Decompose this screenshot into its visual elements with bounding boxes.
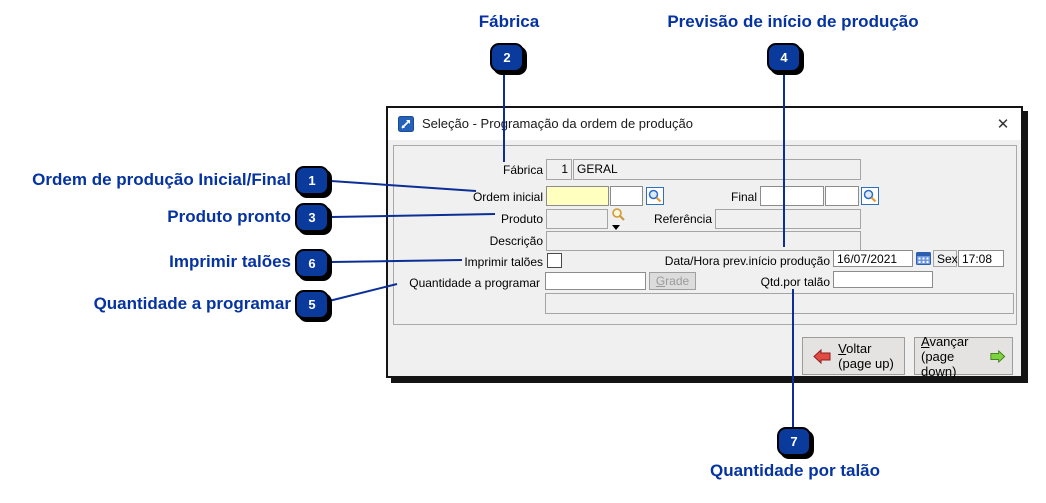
dialog-group-frame (393, 145, 1017, 325)
imprimir-taloes-checkbox[interactable] (547, 253, 562, 268)
produto-label: Produto (500, 212, 543, 226)
dia-semana-field: Sex (933, 250, 958, 267)
ordem-final-search-button[interactable] (861, 187, 879, 205)
data-input[interactable] (833, 250, 913, 267)
callout-label-qtd-talao: Quantidade por talão (709, 461, 881, 480)
imprimir-taloes-label: Imprimir talões (464, 255, 543, 269)
dialog-window: Seleção - Programação da ordem de produç… (386, 106, 1023, 378)
grade-button: Grade (649, 272, 696, 290)
search-icon (612, 208, 625, 221)
close-icon[interactable]: ✕ (996, 116, 1010, 133)
quantidade-input[interactable] (545, 272, 646, 290)
produto-field (546, 209, 608, 229)
fabrica-label: Fábrica (502, 163, 543, 177)
voltar-button[interactable]: Voltar (page up) (802, 337, 905, 375)
avancar-button[interactable]: Avançar (page down) (914, 334, 1013, 379)
data-hora-label: Data/Hora prev.início produção (664, 254, 830, 268)
callout-badge-1: 1 (295, 166, 329, 195)
ordem-final-input[interactable] (760, 186, 824, 206)
arrow-right-icon (990, 349, 1006, 363)
produto-search-button[interactable] (611, 207, 626, 227)
fabrica-code-field: 1 (546, 159, 572, 180)
chevron-down-icon[interactable] (612, 225, 620, 230)
callout-badge-6: 6 (295, 249, 329, 278)
referencia-field (715, 209, 861, 229)
quantidade-label: Quantidade a programar (409, 276, 540, 290)
callout-label-fabrica: Fábrica (478, 12, 540, 31)
referencia-label: Referência (653, 212, 712, 226)
dialog-title: Seleção - Programação da ordem de produç… (422, 116, 693, 131)
avancar-sub-label: (page down) (921, 348, 957, 379)
arrow-left-icon (813, 348, 831, 364)
callout-badge-4: 4 (767, 43, 801, 72)
callout-label-previsao: Previsão de início de produção (667, 12, 919, 31)
fabrica-name-field: GERAL (573, 159, 861, 180)
search-icon (863, 189, 877, 203)
callout-badge-5: 5 (295, 290, 329, 319)
dialog-titlebar[interactable]: Seleção - Programação da ordem de produç… (388, 108, 1021, 140)
app-icon (398, 116, 414, 132)
search-icon (648, 189, 662, 203)
calendar-button[interactable] (916, 251, 931, 271)
descricao-field (546, 231, 861, 251)
ordem-inicial-input[interactable] (546, 186, 609, 206)
callout-label-quantidade: Quantidade a programar (93, 294, 291, 313)
voltar-sub-label: (page up) (838, 356, 894, 371)
final-label: Final (730, 190, 757, 204)
ordem-final-seq-input[interactable] (825, 186, 859, 206)
callout-label-ordem: Ordem de produção Inicial/Final (32, 170, 291, 189)
calendar-icon (916, 252, 931, 265)
status-field (545, 293, 1014, 314)
ordem-inicial-label: Ordem inicial (472, 190, 543, 204)
descricao-label: Descrição (489, 234, 543, 248)
callout-badge-2: 2 (490, 43, 524, 72)
hora-input[interactable] (958, 250, 1004, 267)
callout-label-produto-pronto: Produto pronto (167, 207, 291, 226)
ordem-inicial-seq-input[interactable] (610, 186, 643, 206)
callout-badge-7: 7 (777, 427, 811, 456)
ordem-inicial-search-button[interactable] (646, 187, 664, 205)
qtd-talao-label: Qtd.por talão (760, 275, 830, 289)
qtd-talao-input[interactable] (833, 271, 933, 288)
callout-badge-3: 3 (295, 203, 329, 232)
callout-label-imprimir: Imprimir talões (169, 252, 291, 271)
